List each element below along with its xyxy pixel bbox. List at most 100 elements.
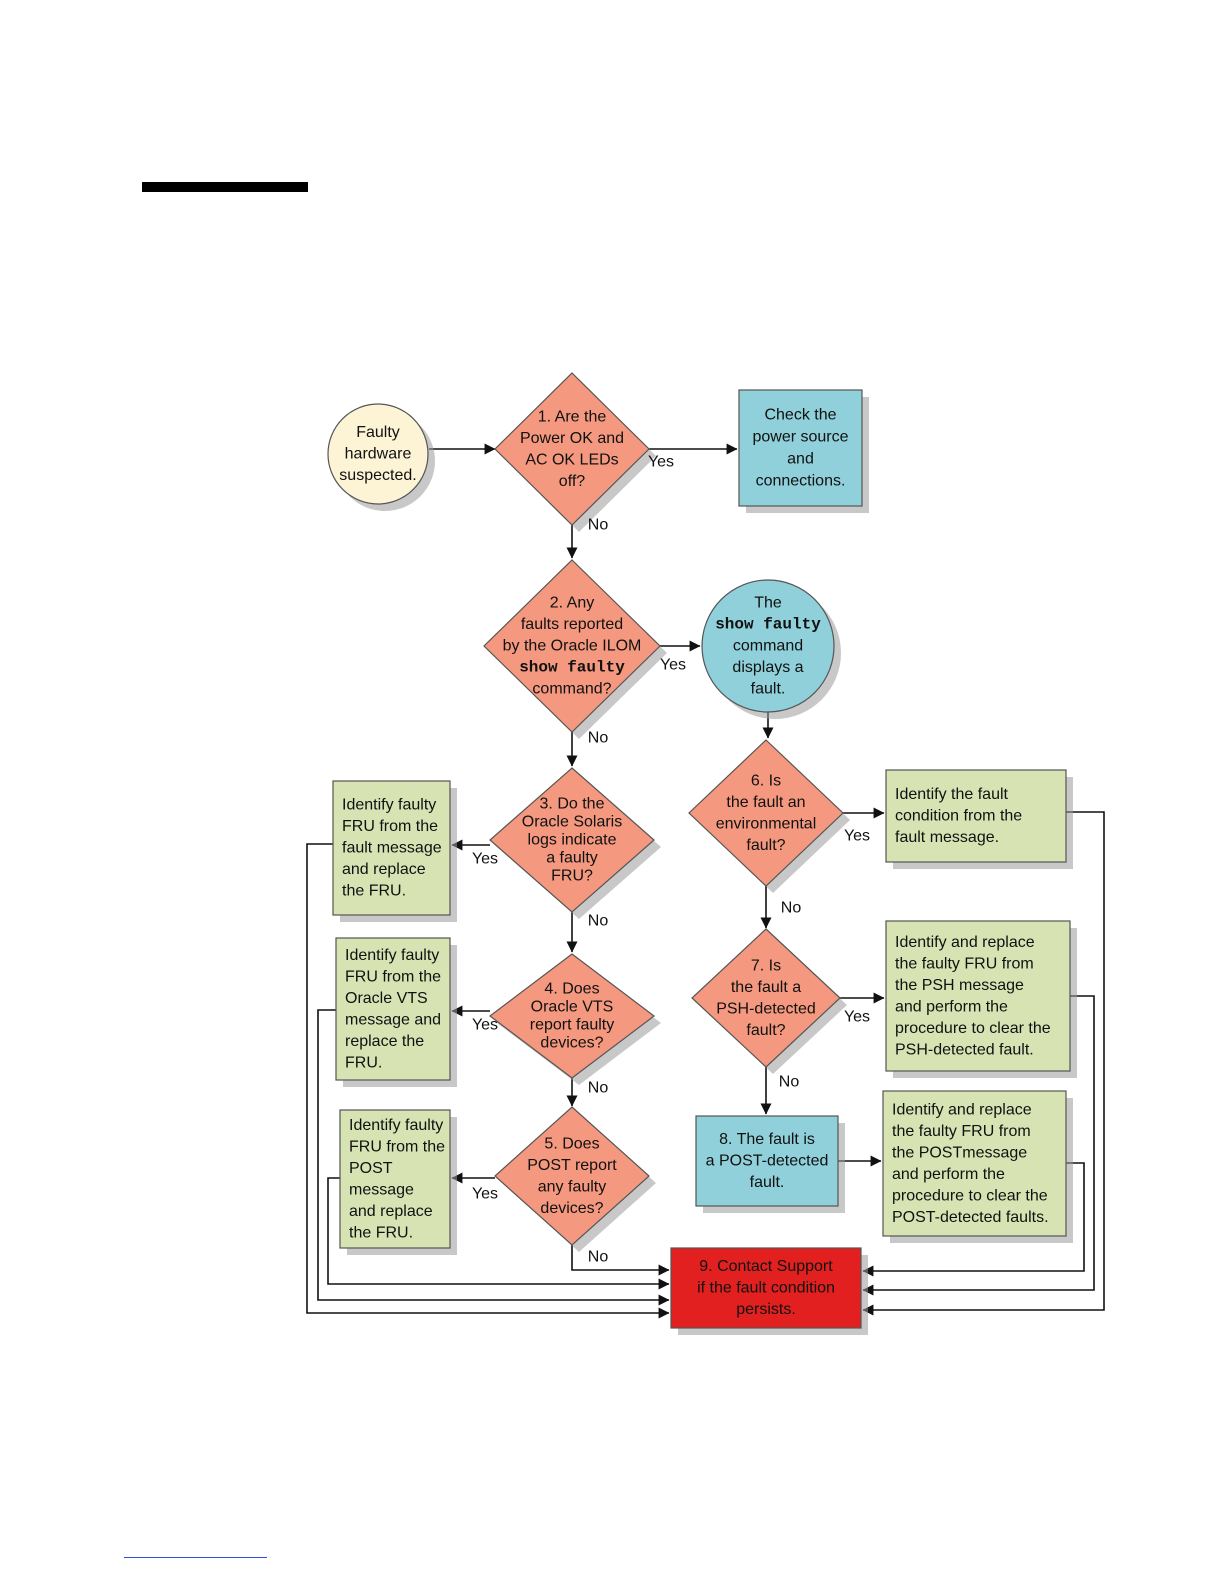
node-a6-line-0: Identify the fault bbox=[895, 786, 1009, 803]
footer-link-rule bbox=[124, 1557, 267, 1558]
node-a5-line-2: POST bbox=[349, 1160, 393, 1177]
node-a5-line-5: the FRU. bbox=[349, 1224, 413, 1241]
node-q2-line-2: by the Oracle ILOM bbox=[503, 638, 642, 655]
node-q7-line-0: 7. Is bbox=[751, 957, 781, 974]
node-check_power-line-3: connections. bbox=[756, 473, 846, 490]
node-a4-line-1: FRU from the bbox=[345, 968, 441, 985]
node-a6-line-1: condition from the bbox=[895, 808, 1022, 825]
node-q6-line-2: environmental bbox=[716, 815, 817, 832]
node-a6: Identify the fault condition from the faul… bbox=[885, 769, 1073, 869]
node-a8-line-1: the faulty FRU from bbox=[892, 1123, 1031, 1140]
node-q6-line-0: 6. Is bbox=[751, 772, 781, 789]
node-q7-line-2: PSH-detected bbox=[716, 1000, 816, 1017]
node-show_faulty-line-4: fault. bbox=[751, 681, 786, 698]
edge-label-q4-yes: Yes bbox=[472, 1017, 498, 1034]
node-q5-line-0: 5. Does bbox=[544, 1135, 599, 1152]
node-a7-line-2: the PSH message bbox=[895, 977, 1024, 994]
node-q4-line-3: devices? bbox=[540, 1035, 603, 1052]
node-a4-line-3: message and bbox=[345, 1011, 441, 1028]
node-a7-line-1: the faulty FRU from bbox=[895, 955, 1034, 972]
node-post_detected-line-0: 8. The fault is bbox=[719, 1131, 815, 1148]
node-q3-line-4: FRU? bbox=[551, 868, 593, 885]
node-q3-line-1: Oracle Solaris bbox=[522, 814, 622, 831]
node-a3-line-2: fault message bbox=[342, 840, 442, 857]
node-a7-line-3: and perform the bbox=[895, 998, 1008, 1015]
node-q1-line-3: off? bbox=[559, 473, 586, 490]
node-a8-line-0: Identify and replace bbox=[892, 1101, 1032, 1118]
edge-label-q6-yes: Yes bbox=[844, 828, 870, 845]
node-q6: 6. Is the fault an environmental fault? bbox=[688, 739, 850, 893]
node-a3-line-0: Identify faulty bbox=[342, 797, 436, 814]
node-a8-line-3: and perform the bbox=[892, 1166, 1005, 1183]
node-a8-line-4: procedure to clear the bbox=[892, 1187, 1048, 1204]
node-a5-line-4: and replace bbox=[349, 1203, 433, 1220]
node-q6-line-1: the fault an bbox=[726, 794, 805, 811]
node-a5-line-1: FRU from the bbox=[349, 1138, 445, 1155]
node-q7-line-1: the fault a bbox=[731, 979, 801, 996]
edge-a4-to-contact bbox=[317, 1009, 670, 1306]
edge-label-q1-no: No bbox=[588, 517, 609, 534]
edge-label-q1-yes: Yes bbox=[648, 454, 674, 471]
node-q1-line-2: AC OK LEDs bbox=[525, 451, 618, 468]
node-start-line-1: hardware bbox=[345, 446, 412, 463]
node-a6-line-2: fault message. bbox=[895, 829, 999, 846]
node-contact: 9. Contact Support if the fault condition… bbox=[670, 1247, 868, 1335]
node-contact-line-2: persists. bbox=[736, 1301, 796, 1318]
node-q3-line-2: logs indicate bbox=[528, 832, 617, 849]
edge-label-q7-yes: Yes bbox=[844, 1009, 870, 1026]
node-a4-line-2: Oracle VTS bbox=[345, 990, 428, 1007]
node-start: Faulty hardware suspected. bbox=[327, 403, 435, 511]
node-a7: Identify and replace the faulty FRU from t… bbox=[885, 920, 1077, 1078]
edge-label-q4-no: No bbox=[588, 1080, 609, 1097]
node-q4-line-0: 4. Does bbox=[544, 981, 599, 998]
node-a3-line-3: and replace bbox=[342, 861, 426, 878]
edge-q5-no bbox=[571, 1245, 670, 1276]
node-q5-line-3: devices? bbox=[540, 1200, 603, 1217]
node-start-line-2: suspected. bbox=[339, 467, 416, 484]
node-post_detected: 8. The fault is a POST-detected fault. bbox=[695, 1115, 845, 1213]
edge-label-q5-no: No bbox=[588, 1249, 609, 1266]
node-q2-line-3: show faulty bbox=[519, 659, 625, 677]
node-q1-line-1: Power OK and bbox=[520, 430, 624, 447]
node-q5-line-1: POST report bbox=[527, 1157, 617, 1174]
node-q5-line-2: any faulty bbox=[538, 1178, 606, 1195]
node-contact-line-1: if the fault condition bbox=[697, 1280, 835, 1297]
node-show_faulty-line-0: The bbox=[754, 595, 782, 612]
edge-a3-to-contact bbox=[306, 843, 670, 1319]
edge-a7-to-contact bbox=[862, 995, 1095, 1296]
node-a8-line-5: POST-detected faults. bbox=[892, 1209, 1049, 1226]
node-a7-line-5: PSH-detected fault. bbox=[895, 1041, 1034, 1058]
node-contact-line-0: 9. Contact Support bbox=[699, 1258, 833, 1275]
node-a3-line-4: the FRU. bbox=[342, 883, 406, 900]
node-post_detected-line-2: fault. bbox=[750, 1174, 785, 1191]
node-start-line-0: Faulty bbox=[356, 424, 400, 441]
node-a4-line-4: replace the bbox=[345, 1033, 424, 1050]
edge-label-q3-yes: Yes bbox=[472, 851, 498, 868]
node-q7: 7. Is the fault a PSH-detected fault? bbox=[691, 928, 847, 1074]
node-a4-line-0: Identify faulty bbox=[345, 947, 439, 964]
node-check_power-line-1: power source bbox=[752, 429, 848, 446]
node-q7-line-3: fault? bbox=[746, 1022, 785, 1039]
node-q1-line-0: 1. Are the bbox=[538, 408, 607, 425]
edge-label-q5-yes: Yes bbox=[472, 1186, 498, 1203]
edge-label-q2-yes: Yes bbox=[660, 657, 686, 674]
edge-label-q7-no: No bbox=[779, 1074, 800, 1091]
node-q6-line-3: fault? bbox=[746, 837, 785, 854]
node-a7-line-0: Identify and replace bbox=[895, 934, 1035, 951]
edge-label-q6-no: No bbox=[781, 900, 802, 917]
node-post_detected-line-1: a POST-detected bbox=[706, 1153, 829, 1170]
edge-a5-to-contact bbox=[327, 1177, 670, 1290]
node-check_power-line-2: and bbox=[787, 451, 814, 468]
node-q3-line-0: 3. Do the bbox=[540, 796, 605, 813]
edge-a8-to-contact bbox=[862, 1162, 1085, 1277]
